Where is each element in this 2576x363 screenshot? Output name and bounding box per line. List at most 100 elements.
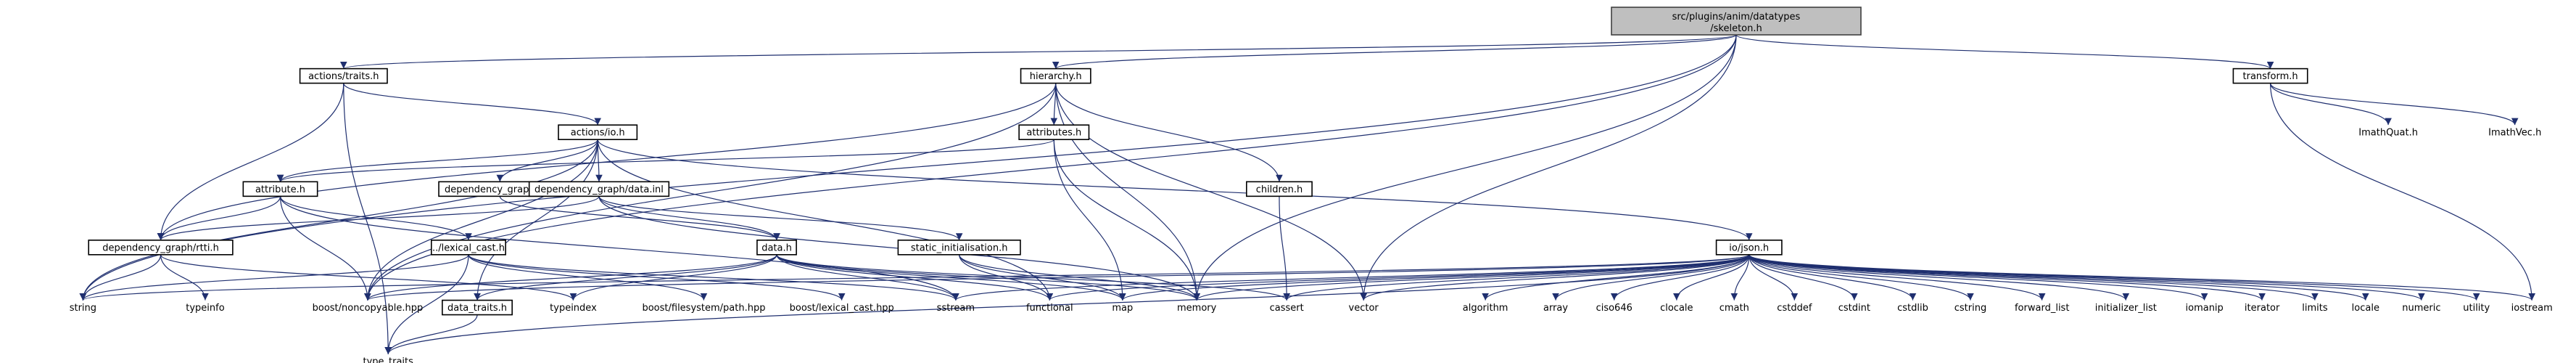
edge-hierarchy-to-depgraph-rtti [157, 83, 1057, 240]
node-sstream: sstream [937, 303, 975, 314]
node-label: sstream [937, 303, 975, 314]
node-imathquat: ImathQuat.h [2358, 128, 2418, 139]
node-iostream: iostream [2511, 303, 2553, 314]
node-io-json[interactable]: io/json.h [1715, 240, 1783, 256]
node-numeric: numeric [2402, 303, 2440, 314]
node-typeindex: typeindex [550, 303, 597, 314]
edge-data-to-typeindex [569, 254, 777, 301]
node-hierarchy[interactable]: hierarchy.h [1020, 68, 1091, 84]
node-label: transform.h [2243, 71, 2298, 82]
node-clocale: clocale [1660, 303, 1693, 314]
edge-io-json-to-array [1552, 254, 1750, 301]
edge-depgraph-data-to-static-init [598, 196, 963, 241]
edge-actions-io-to-data-traits [474, 139, 598, 301]
edge-data-to-sstream [776, 254, 959, 301]
node-label: forward_list [2015, 303, 2069, 314]
edge-root-to-transform [1735, 34, 2274, 70]
edge-lexical-cast-to-type-traits [384, 254, 469, 354]
edge-data-to-cassert [776, 254, 1290, 301]
node-transform[interactable]: transform.h [2232, 68, 2308, 84]
edge-actions-io-to-functional [597, 139, 1054, 301]
node-label: array [1543, 303, 1568, 314]
node-label: cstring [1954, 303, 1986, 314]
edge-io-json-to-iostream [1749, 254, 2535, 301]
node-functional: functional [1026, 303, 1073, 314]
node-label: iostream [2511, 303, 2553, 314]
edge-data-to-memory [776, 254, 1200, 301]
edge-io-json-to-boost-noncopyable [364, 254, 1750, 301]
node-label: locale [2352, 303, 2379, 314]
edge-transform-to-imathquat [2269, 83, 2392, 126]
edge-data-to-boost-noncopyable [364, 254, 777, 301]
edge-io-json-to-vector [1360, 254, 1750, 301]
node-label: dependency_graph/io.h [445, 184, 556, 195]
edge-io-json-to-cstring [1749, 254, 1974, 301]
node-label: utility [2463, 303, 2490, 314]
node-depgraph-data[interactable]: dependency_graph/data.inl [528, 181, 670, 197]
node-initializer-list: initializer_list [2095, 303, 2157, 314]
node-algorithm: algorithm [1463, 303, 1508, 314]
node-cstdint: cstdint [1838, 303, 1870, 314]
edge-io-json-to-functional [1046, 254, 1750, 301]
node-label: data.h [761, 242, 792, 253]
edge-io-json-to-map [1119, 254, 1750, 301]
root-label-line1: src/plugins/anim/datatypes [1672, 12, 1801, 23]
node-root[interactable]: src/plugins/anim/datatypes /skeleton.h [1611, 7, 1862, 36]
node-actions-io[interactable]: actions/io.h [558, 124, 638, 140]
edge-io-json-to-forward-list [1749, 254, 2046, 301]
node-cassert: cassert [1270, 303, 1304, 314]
node-cstdlib: cstdlib [1897, 303, 1928, 314]
node-depgraph-rtti[interactable]: dependency_graph/rtti.h [88, 240, 234, 256]
node-array: array [1543, 303, 1568, 314]
node-lexical-cast[interactable]: ../lexical_cast.h [431, 240, 506, 256]
node-static-init[interactable]: static_initialisation.h [897, 240, 1021, 256]
node-label: actions/io.h [571, 128, 625, 139]
node-type-traits: type_traits [363, 356, 413, 363]
node-cstring: cstring [1954, 303, 1986, 314]
edge-io-json-to-cstdint [1749, 254, 1858, 301]
edge-io-json-to-locale [1749, 254, 2369, 301]
edge-root-to-hierarchy [1052, 34, 1737, 70]
node-label: typeinfo [186, 303, 224, 314]
edge-root-to-vector [1360, 34, 1737, 301]
edges [79, 34, 2535, 354]
node-label: boost/filesystem/path.hpp [642, 303, 765, 314]
edge-data-to-map [776, 254, 1126, 301]
node-actions-traits[interactable]: actions/traits.h [299, 68, 388, 84]
edge-depgraph-rtti-to-typeindex [160, 254, 577, 301]
edge-actions-io-to-io-json [597, 139, 1753, 240]
edge-actions-io-to-depgraph-io [496, 139, 598, 182]
node-label: boost/lexical_cast.hpp [790, 303, 894, 314]
root-label-line2: /skeleton.h [1710, 23, 1762, 34]
node-label: dependency_graph/rtti.h [102, 242, 219, 253]
edge-attribute-to-boost-noncopyable [279, 196, 371, 301]
node-label: hierarchy.h [1030, 71, 1082, 82]
edge-depgraph-data-to-depgraph-rtti [157, 195, 600, 241]
node-label: io/json.h [1729, 242, 1769, 253]
edge-io-json-to-cmath [1730, 254, 1750, 301]
node-vector: vector [1349, 303, 1379, 314]
edge-io-json-to-clocale [1673, 254, 1750, 301]
node-cstddef: cstddef [1777, 303, 1812, 314]
node-label: algorithm [1463, 303, 1508, 314]
edge-depgraph-data-to-data [598, 196, 780, 240]
node-label: cmath [1720, 303, 1749, 314]
edge-io-json-to-string [80, 254, 1750, 301]
edge-root-to-actions-traits [340, 34, 1737, 70]
edge-io-json-to-iterator [1749, 254, 2266, 301]
edge-depgraph-rtti-to-typeinfo [160, 254, 209, 301]
node-data[interactable]: data.h [756, 240, 797, 256]
node-attribute[interactable]: attribute.h [242, 181, 318, 197]
node-children[interactable]: children.h [1246, 181, 1313, 197]
node-label: string [70, 303, 96, 314]
node-label: ../lexical_cast.h [432, 242, 505, 253]
node-data-traits[interactable]: data_traits.h [442, 299, 513, 316]
node-label: vector [1349, 303, 1379, 314]
node-attributes[interactable]: attributes.h [1018, 124, 1090, 140]
edge-attribute-to-depgraph-rtti [157, 196, 281, 240]
edge-io-json-to-cstdlib [1749, 254, 1917, 301]
node-label: cstddef [1777, 303, 1812, 314]
node-label: iterator [2245, 303, 2280, 314]
edge-io-json-to-memory [1193, 254, 1750, 301]
